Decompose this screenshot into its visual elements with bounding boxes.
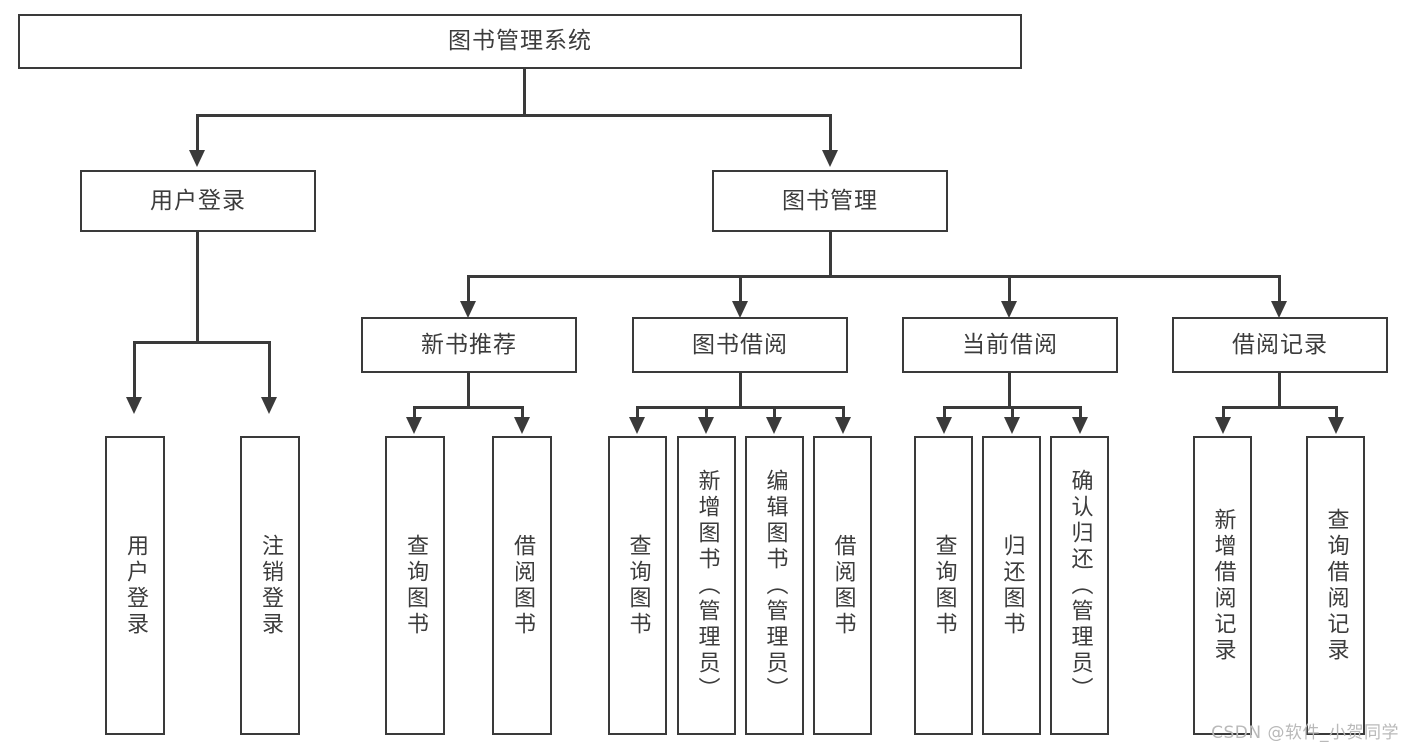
leaf-new-book-recommend-borrow-book[interactable]: 借阅图书 <box>492 436 552 735</box>
arrowhead-bb-leaf-0 <box>629 417 645 434</box>
arrowhead-bb-leaf-3 <box>835 417 851 434</box>
leaf-book-borrow-edit-book-admin[interactable]: 编辑图书（管理员） <box>745 436 804 735</box>
node-label: 注销登录 <box>258 533 283 638</box>
arrowhead-bb-leaf-1 <box>698 417 714 434</box>
node-label: 图书管理 <box>782 187 878 214</box>
arrowhead-cb-leaf-1 <box>1004 417 1020 434</box>
connector-drop-book-management <box>829 114 832 152</box>
node-label: 新书推荐 <box>421 331 517 358</box>
connector-drop-book-borrow <box>739 275 742 303</box>
arrowhead-user-login <box>189 150 205 167</box>
node-label: 查询借阅记录 <box>1323 507 1349 664</box>
connector-new-book-recommend-stem <box>467 373 470 408</box>
node-book-borrow[interactable]: 图书借阅 <box>632 317 848 373</box>
connector-user-login-stem <box>196 232 199 343</box>
connector-drop-nbr-leaf-1 <box>521 406 524 420</box>
node-label: 查询图书 <box>403 533 428 638</box>
node-label: 确认归还（管理员） <box>1067 468 1093 703</box>
arrowhead-new-book-recommend <box>460 301 476 318</box>
leaf-borrow-record-query-record[interactable]: 查询借阅记录 <box>1306 436 1365 735</box>
connector-drop-bb-leaf-0 <box>636 406 639 420</box>
connector-level2-bus <box>467 275 1278 278</box>
arrowhead-nbr-leaf-0 <box>406 417 422 434</box>
node-label: 图书管理系统 <box>448 28 592 55</box>
node-label: 用户登录 <box>123 533 148 638</box>
arrowhead-book-borrow <box>732 301 748 318</box>
connector-drop-user-login-leaf-0 <box>133 341 136 399</box>
node-label: 编辑图书（管理员） <box>762 468 788 703</box>
node-label: 图书借阅 <box>692 331 788 358</box>
arrowhead-cb-leaf-0 <box>936 417 952 434</box>
node-root-book-management-system[interactable]: 图书管理系统 <box>18 14 1022 69</box>
node-label: 查询图书 <box>625 533 651 638</box>
connector-drop-bb-leaf-2 <box>773 406 776 420</box>
connector-drop-bb-leaf-3 <box>842 406 845 420</box>
connector-borrow-record-stem <box>1278 373 1281 408</box>
node-label: 查询图书 <box>931 533 957 638</box>
node-new-book-recommend[interactable]: 新书推荐 <box>361 317 577 373</box>
node-label: 新增图书（管理员） <box>694 468 720 703</box>
connector-book-borrow-bus <box>636 406 844 409</box>
connector-current-borrow-stem <box>1008 373 1011 408</box>
node-user-login[interactable]: 用户登录 <box>80 170 316 232</box>
connector-drop-borrow-record <box>1278 275 1281 303</box>
leaf-user-login-logout[interactable]: 注销登录 <box>240 436 300 735</box>
arrowhead-bb-leaf-2 <box>766 417 782 434</box>
node-book-management[interactable]: 图书管理 <box>712 170 948 232</box>
leaf-new-book-recommend-query-book[interactable]: 查询图书 <box>385 436 445 735</box>
leaf-book-borrow-borrow-book[interactable]: 借阅图书 <box>813 436 872 735</box>
arrowhead-current-borrow <box>1001 301 1017 318</box>
arrowhead-borrow-record <box>1271 301 1287 318</box>
connector-user-login-bus <box>133 341 270 344</box>
connector-borrow-record-bus <box>1222 406 1337 409</box>
node-label: 用户登录 <box>150 187 246 214</box>
arrowhead-nbr-leaf-1 <box>514 417 530 434</box>
leaf-current-borrow-return-book[interactable]: 归还图书 <box>982 436 1041 735</box>
leaf-current-borrow-confirm-return-admin[interactable]: 确认归还（管理员） <box>1050 436 1109 735</box>
connector-drop-user-login-leaf-1 <box>268 341 271 399</box>
connector-drop-user-login <box>196 114 199 152</box>
connector-drop-current-borrow <box>1008 275 1011 303</box>
arrowhead-cb-leaf-2 <box>1072 417 1088 434</box>
connector-book-management-stem <box>829 232 832 277</box>
connector-drop-br-leaf-1 <box>1335 406 1338 420</box>
connector-drop-bb-leaf-1 <box>705 406 708 420</box>
node-label: 借阅图书 <box>510 533 535 638</box>
leaf-user-login-login[interactable]: 用户登录 <box>105 436 165 735</box>
arrowhead-user-login-leaf-1 <box>261 397 277 414</box>
connector-drop-cb-leaf-2 <box>1079 406 1082 420</box>
node-label: 借阅图书 <box>830 533 856 638</box>
arrowhead-book-management <box>822 150 838 167</box>
leaf-borrow-record-add-record[interactable]: 新增借阅记录 <box>1193 436 1252 735</box>
node-label: 借阅记录 <box>1232 331 1328 358</box>
leaf-current-borrow-query-book[interactable]: 查询图书 <box>914 436 973 735</box>
arrowhead-br-leaf-0 <box>1215 417 1231 434</box>
connector-drop-br-leaf-0 <box>1222 406 1225 420</box>
connector-drop-cb-leaf-0 <box>943 406 946 420</box>
connector-drop-cb-leaf-1 <box>1011 406 1014 420</box>
node-label: 当前借阅 <box>962 331 1058 358</box>
connector-book-borrow-stem <box>739 373 742 408</box>
node-label: 归还图书 <box>999 533 1025 638</box>
connector-new-book-recommend-bus <box>413 406 523 409</box>
arrowhead-user-login-leaf-0 <box>126 397 142 414</box>
leaf-book-borrow-query-book[interactable]: 查询图书 <box>608 436 667 735</box>
node-borrow-record[interactable]: 借阅记录 <box>1172 317 1388 373</box>
csdn-watermark: CSDN @软件_小贺同学 <box>1211 723 1399 743</box>
node-current-borrow[interactable]: 当前借阅 <box>902 317 1118 373</box>
connector-level1-bus <box>196 114 830 117</box>
arrowhead-br-leaf-1 <box>1328 417 1344 434</box>
connector-drop-new-book-recommend <box>467 275 470 303</box>
connector-root-stem <box>523 69 526 116</box>
connector-drop-nbr-leaf-0 <box>413 406 416 420</box>
leaf-book-borrow-add-book-admin[interactable]: 新增图书（管理员） <box>677 436 736 735</box>
node-label: 新增借阅记录 <box>1210 507 1236 664</box>
